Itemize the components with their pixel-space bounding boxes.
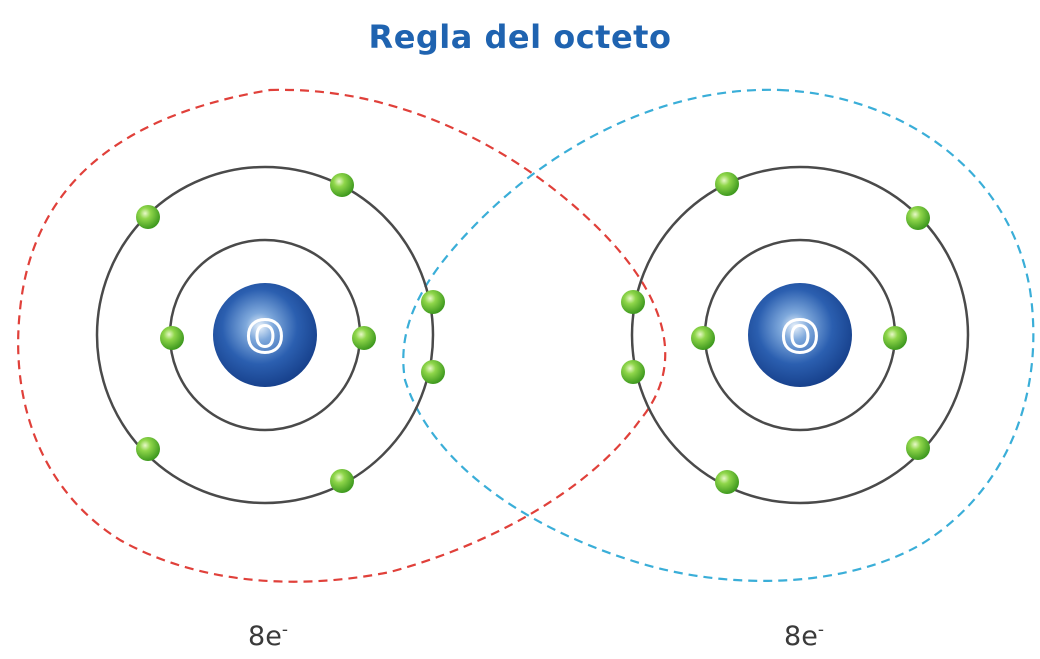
right-electron <box>691 326 715 350</box>
left-atom-symbol: O <box>246 312 283 363</box>
right-electron <box>883 326 907 350</box>
left-electron <box>160 326 184 350</box>
left-octet-boundary <box>17 88 667 583</box>
right-atom-symbol: O <box>781 312 818 363</box>
right-electron-count: 8e- <box>744 620 864 652</box>
left-nucleus <box>213 283 317 387</box>
right-electron <box>906 436 930 460</box>
left-charge-sign: - <box>281 620 288 640</box>
left-oxygen-atom: O <box>95 165 445 505</box>
right-electron <box>715 172 739 196</box>
shared-electron <box>421 360 445 384</box>
diagram-title: Regla del octeto <box>368 18 672 56</box>
left-electron-count-value: 8e <box>248 621 282 652</box>
shared-electron <box>421 290 445 314</box>
left-electron-count: 8e- <box>208 620 328 652</box>
left-electron <box>136 205 160 229</box>
shared-electron <box>621 290 645 314</box>
left-outer-orbit <box>95 165 435 505</box>
shared-electron <box>621 360 645 384</box>
left-electron <box>352 326 376 350</box>
right-charge-sign: - <box>817 620 824 640</box>
right-nucleus <box>748 283 852 387</box>
right-oxygen-atom: O <box>621 165 970 505</box>
left-electron <box>330 173 354 197</box>
right-electron <box>906 206 930 230</box>
right-outer-orbit <box>630 165 970 505</box>
right-electron <box>715 470 739 494</box>
right-electron-count-value: 8e <box>784 621 818 652</box>
right-octet-boundary <box>402 88 1035 583</box>
left-electron <box>136 437 160 461</box>
left-electron <box>330 469 354 493</box>
